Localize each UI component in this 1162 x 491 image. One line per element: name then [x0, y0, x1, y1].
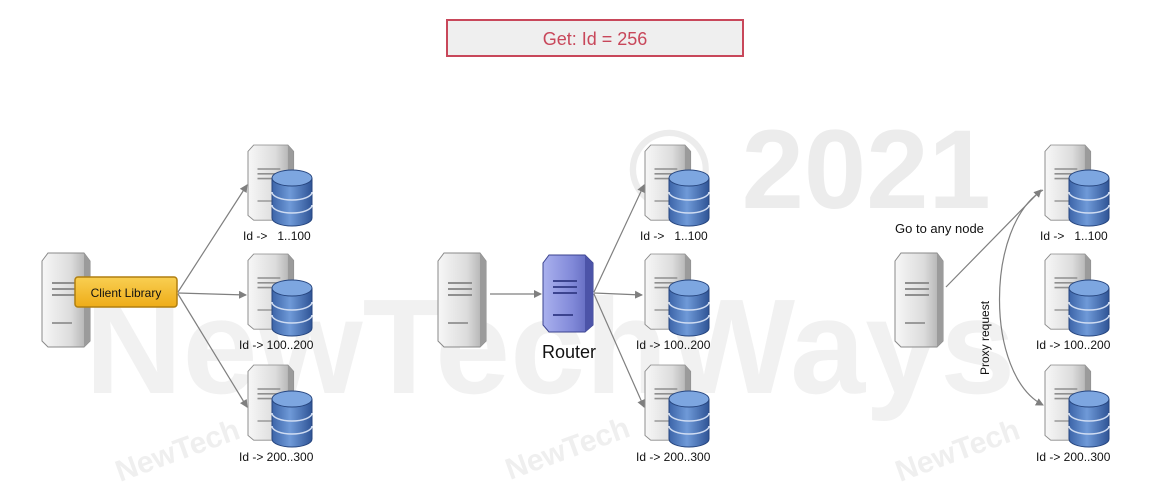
- proxy-shard-1-node: Id -> 1..100: [1040, 144, 1110, 243]
- shard-2-database-icon: [271, 279, 313, 337]
- edge-proxy-request: [999, 189, 1044, 406]
- router-shard-1-node: Id -> 1..100: [640, 144, 710, 243]
- proxy-client-server-icon: [894, 252, 944, 348]
- watermark-small-1: NewTech: [111, 413, 244, 488]
- edge-router-to-shard-2: [593, 290, 643, 299]
- proxy-shard-3-node: Id -> 200..300: [1036, 364, 1111, 464]
- proxy-shard-2-database-icon: [1068, 279, 1110, 337]
- edge-router-to-shard-3: [593, 293, 645, 408]
- client-library-box: Client Library: [74, 276, 178, 308]
- shard-1-database-icon: [271, 169, 313, 227]
- router-shard-2-node: Id -> 100..200: [636, 253, 711, 352]
- query-text: Get: Id = 256: [543, 29, 648, 49]
- router-shard-3-node: Id -> 200..300: [636, 364, 711, 464]
- shard-2-range-label: Id -> 100..200: [239, 338, 314, 352]
- proxy-request-label: Proxy request: [978, 300, 992, 375]
- router-icon: [542, 254, 594, 333]
- shard-2-node: Id -> 100..200: [239, 253, 314, 352]
- router-shard-1-database-icon: [668, 169, 710, 227]
- proxy-shard-3-range-label: Id -> 200..300: [1036, 450, 1111, 464]
- proxy-shard-2-range-label: Id -> 100..200: [1036, 338, 1111, 352]
- shard-3-range-label: Id -> 200..300: [239, 450, 314, 464]
- proxy-shard-1-range-label: Id -> 1..100: [1040, 229, 1108, 243]
- shard-3-database-icon: [271, 390, 313, 448]
- panel-router: Router Id -> 1..100 Id -> 100..200 Id ->…: [437, 144, 711, 464]
- router-shard-3-range-label: Id -> 200..300: [636, 450, 711, 464]
- router-shard-2-database-icon: [668, 279, 710, 337]
- go-to-any-node-label: Go to any node: [895, 221, 984, 236]
- edge-router-to-shard-1: [593, 184, 645, 293]
- edge-client-to-shard-3: [177, 293, 248, 408]
- router-shard-2-range-label: Id -> 100..200: [636, 338, 711, 352]
- panel-proxy: Go to any node Proxy request Id -> 1..10…: [894, 144, 1111, 464]
- router-label: Router: [542, 342, 596, 362]
- proxy-shard-2-node: Id -> 100..200: [1036, 253, 1111, 352]
- shard-3-node: Id -> 200..300: [239, 364, 314, 464]
- proxy-shard-3-database-icon: [1068, 390, 1110, 448]
- query-box: Get: Id = 256: [446, 19, 744, 57]
- client-library-label: Client Library: [91, 286, 162, 300]
- watermark-small-2: NewTech: [501, 411, 634, 486]
- router-shard-1-range-label: Id -> 1..100: [640, 229, 708, 243]
- proxy-shard-1-database-icon: [1068, 169, 1110, 227]
- shard-1-node: Id -> 1..100: [243, 144, 313, 243]
- watermark-small-3: NewTech: [891, 413, 1024, 488]
- router-client-server-icon: [437, 252, 487, 348]
- edge-client-to-shard-2: [177, 290, 247, 299]
- panel-client-library: Client Library Id -> 1..100 Id -> 100..2…: [41, 144, 314, 464]
- edge-client-to-shard-1: [177, 184, 248, 293]
- router-shard-3-database-icon: [668, 390, 710, 448]
- shard-1-range-label: Id -> 1..100: [243, 229, 311, 243]
